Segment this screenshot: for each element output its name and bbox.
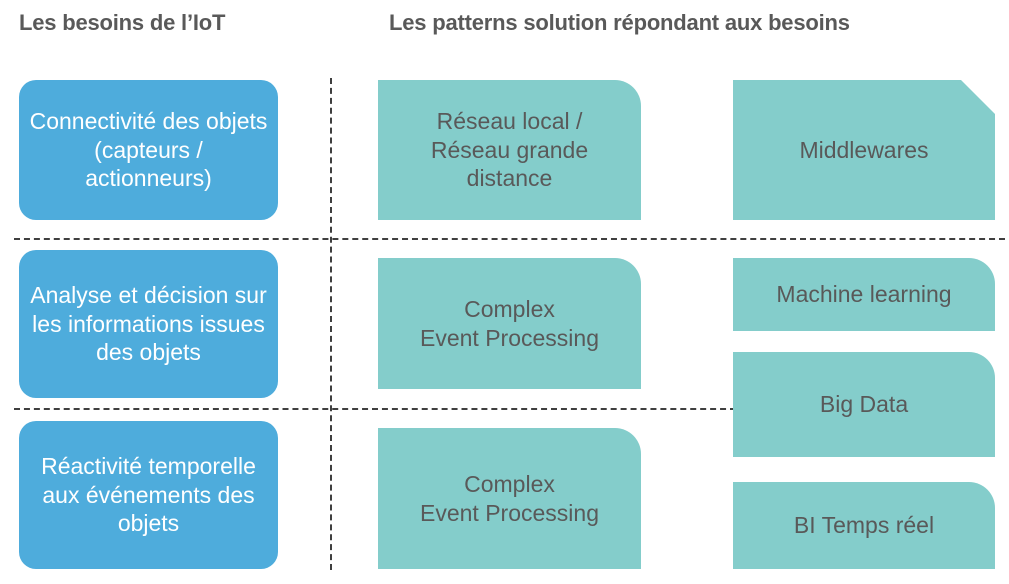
pattern-box-big-data[interactable]: Big Data bbox=[733, 352, 995, 457]
pattern-label: Big Data bbox=[819, 391, 909, 418]
pattern-label: Complex Event Processing bbox=[420, 295, 599, 351]
need-label: Réactivité temporelle aux événements des… bbox=[41, 452, 256, 537]
pattern-box-cep-analysis[interactable]: Complex Event Processing bbox=[378, 258, 641, 389]
pattern-label: BI Temps réel bbox=[793, 512, 935, 539]
need-box-analysis[interactable]: Analyse et décision sur les informations… bbox=[19, 250, 278, 398]
need-box-reactivity[interactable]: Réactivité temporelle aux événements des… bbox=[19, 421, 278, 569]
page-title-patterns: Les patterns solution répondant aux beso… bbox=[389, 10, 850, 35]
pattern-label: Complex Event Processing bbox=[420, 470, 599, 526]
pattern-box-cep-reactivity[interactable]: Complex Event Processing bbox=[378, 428, 641, 569]
pattern-label: Réseau local / Réseau grande distance bbox=[430, 107, 589, 192]
pattern-label: Machine learning bbox=[776, 281, 952, 308]
pattern-box-machine-learning[interactable]: Machine learning bbox=[733, 258, 995, 331]
need-label: Analyse et décision sur les informations… bbox=[30, 281, 267, 366]
pattern-box-middlewares[interactable]: Middlewares bbox=[733, 80, 995, 220]
pattern-label: Middlewares bbox=[799, 136, 929, 163]
row-separator-1 bbox=[14, 238, 1005, 240]
need-box-connectivity[interactable]: Connectivité des objets (capteurs / acti… bbox=[19, 80, 278, 220]
column-separator bbox=[330, 78, 332, 570]
need-label: Connectivité des objets (capteurs / acti… bbox=[29, 107, 268, 192]
page-title-needs: Les besoins de l’IoT bbox=[19, 10, 226, 35]
pattern-box-network[interactable]: Réseau local / Réseau grande distance bbox=[378, 80, 641, 220]
row-separator-2 bbox=[14, 408, 736, 410]
pattern-box-bi-temps-reel[interactable]: BI Temps réel bbox=[733, 482, 995, 569]
